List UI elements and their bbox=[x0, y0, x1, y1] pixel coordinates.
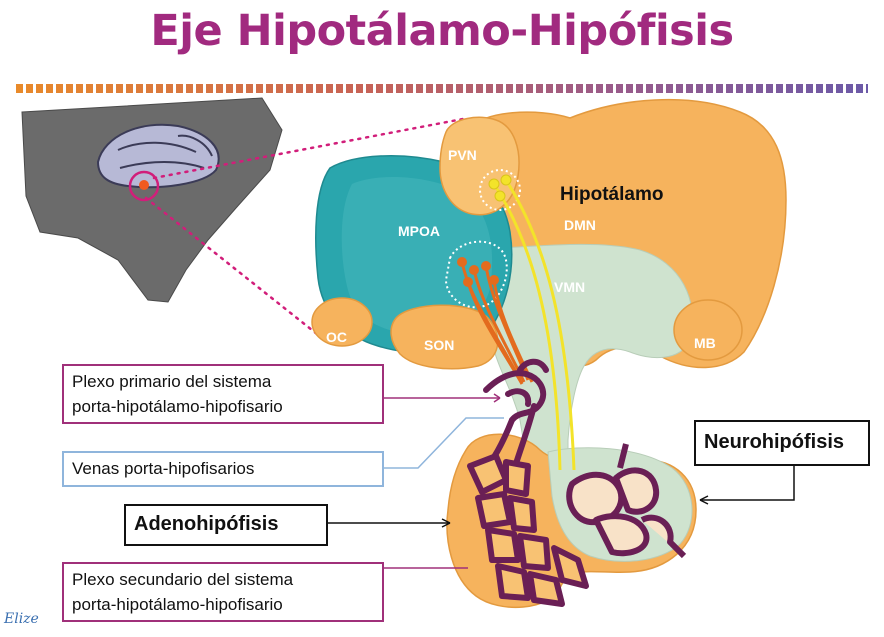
mb-shape bbox=[674, 300, 742, 360]
author-signature: Elize bbox=[4, 611, 39, 627]
dmn-label: DMN bbox=[564, 217, 596, 233]
pvn-shape bbox=[440, 117, 519, 214]
mpoa-label: MPOA bbox=[398, 223, 440, 239]
pvn-label: PVN bbox=[448, 147, 477, 163]
mb-label: MB bbox=[694, 335, 716, 351]
oc-label: OC bbox=[326, 329, 347, 345]
label-adenohipofisis: Adenohipófisis bbox=[124, 504, 328, 546]
mouse-head-inset bbox=[22, 98, 282, 302]
label-plexo-primario: Plexo primario del sistema porta-hipotál… bbox=[62, 364, 384, 424]
label-plexo-secundario-line1: Plexo secundario del sistema bbox=[72, 567, 374, 592]
label-plexo-primario-line1: Plexo primario del sistema bbox=[72, 369, 374, 394]
label-plexo-secundario: Plexo secundario del sistema porta-hipot… bbox=[62, 562, 384, 622]
label-venas: Venas porta-hipofisarios bbox=[62, 451, 384, 487]
label-neurohipofisis: Neurohipófisis bbox=[694, 420, 870, 466]
label-plexo-secundario-line2: porta-hipotálamo-hipofisario bbox=[72, 592, 374, 617]
label-plexo-primario-line2: porta-hipotálamo-hipofisario bbox=[72, 394, 374, 419]
hipotalamo-label: Hipotálamo bbox=[560, 184, 663, 205]
vmn-label: VMN bbox=[554, 279, 585, 295]
pointer-neurohipofisis bbox=[700, 466, 794, 500]
son-label: SON bbox=[424, 337, 454, 353]
